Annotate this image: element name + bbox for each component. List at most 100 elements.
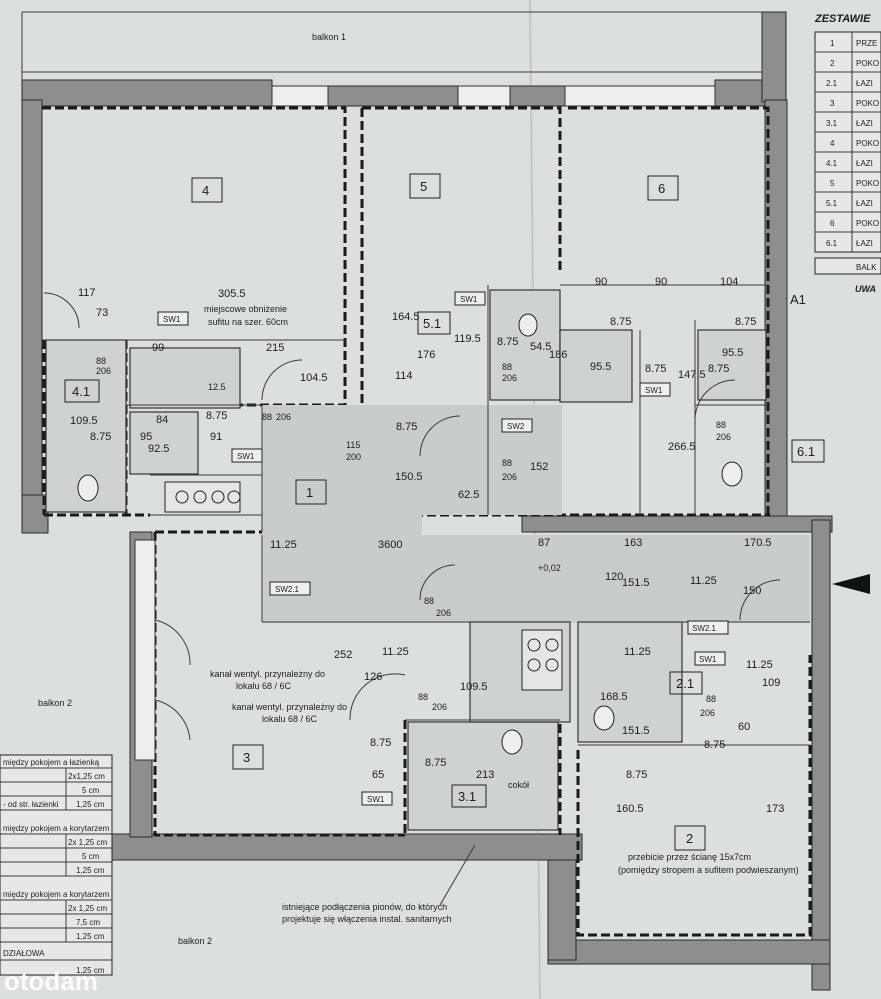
riser-note-line1: istniejące podłączenia pionów, do któryc…: [282, 902, 447, 912]
svg-text:8.75: 8.75: [704, 739, 725, 751]
svg-text:60: 60: [738, 721, 750, 733]
svg-text:65: 65: [372, 769, 384, 781]
svg-text:206: 206: [432, 702, 447, 712]
svg-text:4: 4: [202, 183, 209, 198]
svg-text:150: 150: [743, 585, 761, 597]
room-label-5-1: 5.1: [417, 311, 451, 335]
svg-text:73: 73: [96, 307, 108, 319]
svg-text:119.5: 119.5: [454, 333, 481, 345]
hole-note-line1: przebicie przez ścianę 15x7cm: [628, 852, 751, 862]
vent-note-2-line2: lokalu 68 / 6C: [262, 714, 318, 724]
svg-text:305.5: 305.5: [218, 288, 246, 300]
kitchen-stove: [164, 481, 241, 513]
svg-text:2x 1,25 cm: 2x 1,25 cm: [68, 838, 107, 847]
svg-text:UWA: UWA: [855, 284, 876, 294]
svg-text:4.1: 4.1: [72, 384, 90, 399]
room-label-1: 1: [295, 479, 327, 505]
svg-text:SW1: SW1: [460, 295, 478, 304]
svg-text:104: 104: [720, 276, 738, 288]
svg-text:11.25: 11.25: [690, 575, 717, 587]
wall-bottom-step: [547, 859, 577, 961]
svg-text:POKO: POKO: [856, 219, 879, 228]
svg-text:1,25 cm: 1,25 cm: [76, 966, 105, 975]
svg-text:2x1,25 cm: 2x1,25 cm: [68, 772, 105, 781]
svg-text:ŁAZI: ŁAZI: [856, 239, 873, 248]
svg-text:109: 109: [762, 677, 780, 689]
svg-text:92.5: 92.5: [148, 443, 169, 455]
svg-text:126: 126: [364, 671, 382, 683]
riser-note-line2: projektuje się włączenia instal. sanitar…: [282, 914, 452, 924]
svg-text:8.75: 8.75: [370, 737, 391, 749]
svg-text:8.75: 8.75: [90, 431, 111, 443]
svg-text:206: 206: [502, 472, 517, 482]
svg-text:ŁAZI: ŁAZI: [856, 119, 873, 128]
svg-text:206: 206: [716, 432, 731, 442]
outer-walls: [21, 11, 833, 991]
legend-title: ZESTAWIE: [814, 13, 871, 25]
svg-text:88: 88: [96, 356, 106, 366]
svg-text:2x 1,25 cm: 2x 1,25 cm: [68, 904, 107, 913]
room-label-3-1: 3.1: [451, 784, 487, 808]
svg-text:147.5: 147.5: [678, 369, 706, 381]
sw-tag: SW1: [694, 651, 726, 666]
svg-text:3600: 3600: [378, 539, 402, 551]
svg-text:152: 152: [530, 461, 548, 473]
svg-text:206: 206: [96, 366, 111, 376]
svg-text:8.75: 8.75: [626, 769, 647, 781]
svg-text:206: 206: [436, 608, 451, 618]
svg-text:11.25: 11.25: [624, 646, 651, 658]
svg-text:1: 1: [830, 39, 835, 48]
svg-text:3.1: 3.1: [826, 119, 838, 128]
svg-text:SW1: SW1: [163, 315, 181, 324]
svg-text:8.75: 8.75: [396, 421, 417, 433]
svg-text:5: 5: [420, 179, 427, 194]
svg-text:8.75: 8.75: [610, 316, 631, 328]
svg-text:170.5: 170.5: [744, 537, 772, 549]
svg-text:8.75: 8.75: [206, 410, 227, 422]
svg-text:ŁAZI: ŁAZI: [856, 159, 873, 168]
svg-text:62.5: 62.5: [458, 489, 479, 501]
door-swings: [43, 292, 781, 741]
balcony-top-label: balkon 1: [312, 32, 346, 42]
svg-text:SW2.1: SW2.1: [692, 624, 717, 633]
vent-note-1-line2: lokalu 68 / 6C: [236, 681, 292, 691]
section-arrow: A1: [790, 292, 870, 594]
sw-tags: SW1 SW1 SW1 SW1 SW2 SW2.1 SW2.1 SW1 SW1: [157, 291, 729, 806]
svg-text:11.25: 11.25: [746, 659, 773, 671]
notes: miejscowe obniżenie sufitu na szer. 60cm…: [204, 304, 799, 924]
svg-text:11.25: 11.25: [270, 539, 297, 551]
svg-text:6: 6: [830, 219, 835, 228]
section-marker: A1: [790, 292, 806, 307]
room-label-6-1: 6.1: [791, 439, 825, 463]
svg-text:POKO: POKO: [856, 59, 879, 68]
svg-text:DZIAŁOWA: DZIAŁOWA: [3, 949, 45, 958]
room-label-3: 3: [232, 744, 264, 770]
svg-text:1,25 cm: 1,25 cm: [76, 800, 105, 809]
vent-note-2-line1: kanał wentyl. przynależny do: [232, 702, 347, 712]
svg-text:206: 206: [276, 412, 291, 422]
wall-top-mid: [327, 85, 459, 107]
sw-tag: SW1: [639, 382, 671, 397]
svg-text:88: 88: [502, 458, 512, 468]
svg-text:cokół: cokół: [508, 780, 529, 790]
wall-right-pillar: [761, 11, 787, 103]
svg-text:2.1: 2.1: [826, 79, 838, 88]
svg-text:186: 186: [549, 349, 567, 361]
wall-far-right: [811, 519, 831, 991]
svg-text:8.75: 8.75: [735, 316, 756, 328]
svg-text:SW1: SW1: [367, 795, 385, 804]
svg-text:SW2.1: SW2.1: [275, 585, 300, 594]
svg-text:6: 6: [658, 181, 665, 196]
svg-text:6.1: 6.1: [826, 239, 838, 248]
svg-text:+0,02: +0,02: [538, 563, 561, 573]
svg-text:5.1: 5.1: [826, 199, 838, 208]
svg-text:84: 84: [156, 414, 168, 426]
svg-text:88: 88: [716, 420, 726, 430]
svg-text:5 cm: 5 cm: [82, 786, 100, 795]
svg-text:99: 99: [152, 342, 164, 354]
room-labels: 4 5 6 4.1 5.1 6.1 1 3 3.1 2.1 2: [64, 173, 825, 851]
svg-text:215: 215: [266, 342, 284, 354]
windows: [134, 85, 716, 761]
svg-text:176: 176: [417, 349, 435, 361]
